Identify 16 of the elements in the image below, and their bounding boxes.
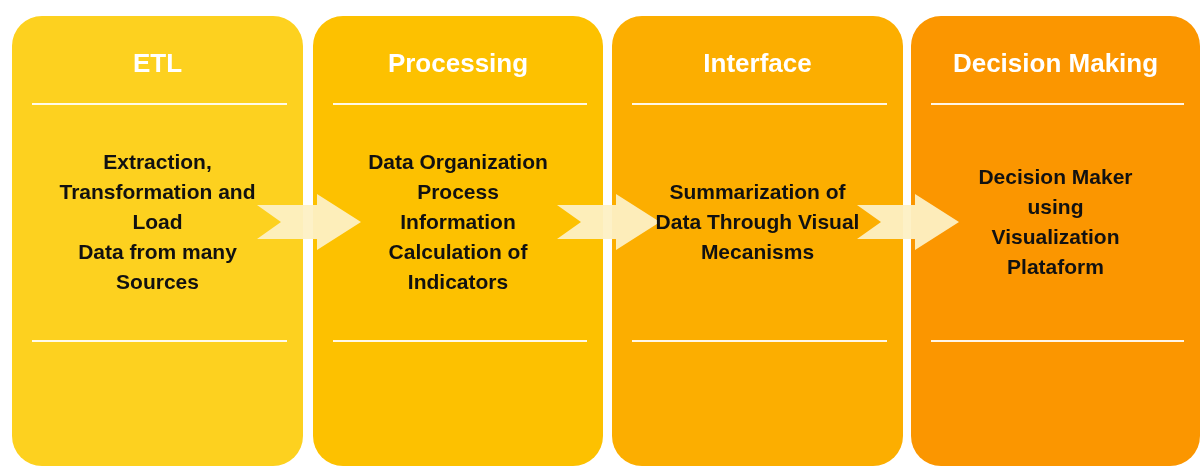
stage-title: Processing — [386, 47, 530, 80]
stage-title: ETL — [131, 47, 184, 80]
stage-description: Data from many Sources — [77, 238, 238, 295]
stage-description: Decision Maker using Visualization Plataform — [977, 163, 1134, 280]
stage-card — [313, 16, 603, 466]
chevron-arrow — [257, 194, 361, 250]
stage-card — [911, 16, 1200, 466]
stage-card — [12, 16, 303, 466]
stage-title: Decision Making — [951, 47, 1160, 80]
stage-card — [612, 16, 903, 466]
stage-description: Summarization of Data Through Visual Mecanisms — [654, 178, 861, 265]
stage-title: Interface — [702, 47, 813, 80]
stage-description: Extraction, Transformation and Load — [58, 148, 257, 235]
stage-description: Data Organization Process — [367, 148, 549, 205]
stage-description: Information Calculation of Indicators — [387, 208, 529, 295]
chevron-arrow — [857, 194, 959, 250]
